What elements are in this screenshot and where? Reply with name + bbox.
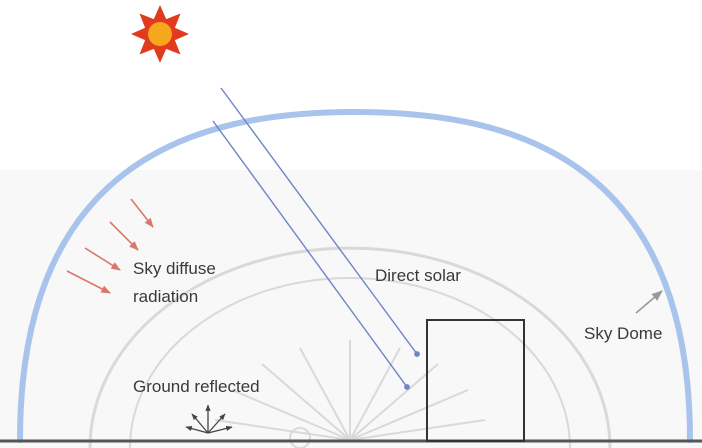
ground-reflected-arrows	[185, 404, 233, 434]
sky-dome-arc	[17, 108, 693, 443]
diffuse-arrow-2	[109, 221, 139, 251]
sky-dome-label: Sky Dome	[584, 324, 663, 343]
diffuse-arrow-1	[130, 198, 154, 228]
diffuse-arrow-3	[84, 247, 121, 271]
sky-diffuse-label-line2: radiation	[133, 287, 199, 306]
direct-solar-label: Direct solar	[375, 266, 461, 285]
direct-solar-rays	[212, 87, 420, 390]
direct-ray-upper-tip	[414, 351, 420, 357]
sky-diffuse-label-line1: Sky diffuse	[133, 259, 216, 278]
direct-ray-upper	[220, 87, 418, 355]
sky-diffuse-arrows	[66, 198, 154, 294]
direct-ray-lower	[212, 120, 408, 388]
ground-reflected-label: Ground reflected	[133, 377, 260, 396]
watermark-seal	[88, 246, 612, 448]
direct-ray-lower-tip	[404, 384, 410, 390]
building	[426, 319, 525, 442]
diffuse-arrow-4	[66, 270, 111, 294]
sun-icon	[131, 5, 189, 63]
sky-dome-pointer-arrow	[635, 290, 663, 314]
